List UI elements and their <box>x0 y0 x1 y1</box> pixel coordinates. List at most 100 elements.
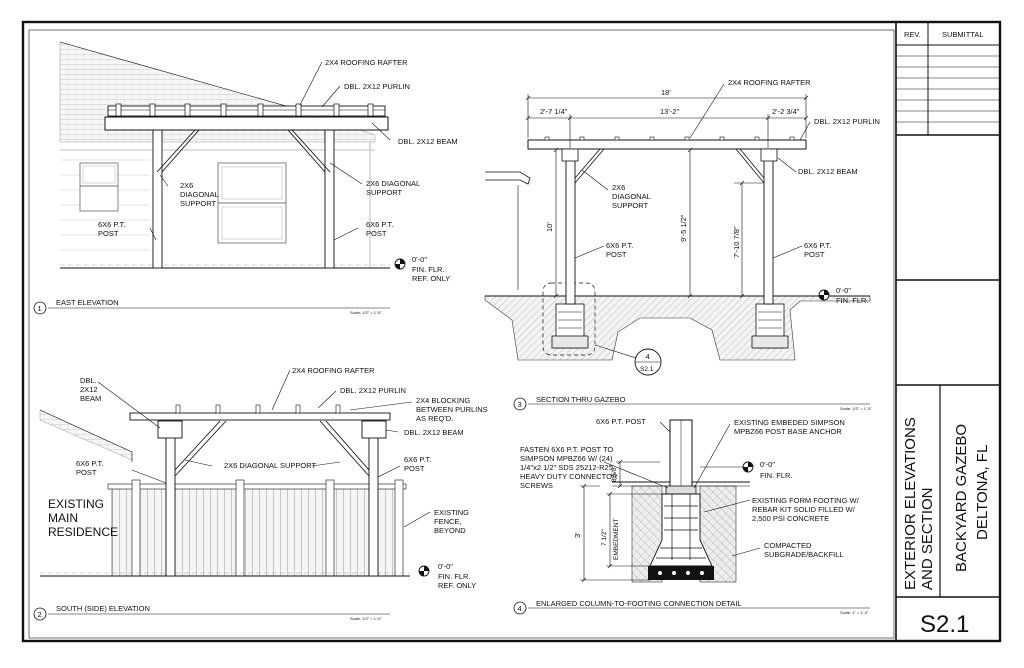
east-rafter-label: 2X4 ROOFING RAFTER <box>325 58 408 67</box>
residence-label: RESIDENCE <box>48 525 118 539</box>
section-view-bubble <box>513 397 527 411</box>
sheet-title-line1: EXTERIOR ELEVATIONS <box>902 417 919 590</box>
south-ref-only: REF. ONLY <box>438 581 476 590</box>
east-leaders <box>149 61 391 241</box>
section-fin-flr: FIN. FLR. <box>836 296 869 305</box>
detail-callout-sheet: S2.1 <box>640 366 654 373</box>
section-leaders <box>574 83 811 259</box>
east-post-left-label: POST <box>98 229 119 238</box>
east-post-right <box>324 127 335 269</box>
east-view-number: 1 <box>38 304 42 313</box>
south-view-number: 2 <box>38 610 42 619</box>
section-rafter-label: 2X4 ROOFING RAFTER <box>728 78 811 87</box>
project-location: DELTONA, FL <box>974 445 991 540</box>
detail-fin-flr: FIN. FLR. <box>760 471 793 480</box>
dim-height-2: 7'-10 7/8" <box>732 226 741 258</box>
detail-post-label: 6X6 P.T. POST <box>596 417 646 426</box>
east-diag-right-label: SUPPORT <box>366 188 403 197</box>
east-elev-value: 0'-0" <box>412 255 427 264</box>
south-post-right-label: 6X6 P.T. <box>404 455 431 464</box>
south-post-left-label: 6X6 P.T. <box>76 459 103 468</box>
house-window-right <box>217 162 287 244</box>
section-view-title: SECTION THRU GAZEBO <box>536 395 626 404</box>
detail-anchor-label: EXISTING EMBEDED SIMPSON <box>734 418 845 427</box>
detail-view-bubble <box>513 601 527 615</box>
detail-compacted-note: COMPACTED <box>764 541 812 550</box>
rev-header: REV. <box>904 30 921 39</box>
residence-label: MAIN <box>48 511 78 525</box>
east-elevation-view: 2X4 ROOFING RAFTER DBL. 2X12 PURLIN DBL.… <box>33 41 458 315</box>
east-diagonals <box>156 129 331 173</box>
footing-base <box>648 566 714 580</box>
detail-anchor-label: MPBZ66 POST BASE ANCHOR <box>734 427 842 436</box>
section-post-left-label: POST <box>606 250 627 259</box>
submittal-header: SUBMITTAL <box>942 30 984 39</box>
section-footing-left <box>551 303 589 349</box>
section-diag-label: 2X6 <box>612 183 625 192</box>
section-diagonals <box>574 148 765 184</box>
sheet-border <box>21 20 1002 643</box>
east-diag-right-label: 2X6 DIAGONAL <box>366 179 420 188</box>
post-base-anchor <box>665 485 697 495</box>
south-post-left-label: POST <box>76 468 97 477</box>
south-beam-right-label: DBL. 2X12 BEAM <box>404 428 464 437</box>
section-diag-label: SUPPORT <box>612 201 649 210</box>
east-purlin <box>107 105 386 117</box>
section-elevation-marker <box>818 289 830 301</box>
south-diag-label: 2X6 DIAGONAL SUPPORT <box>224 461 317 470</box>
south-blocking-label: BETWEEN PURLINS <box>416 405 488 414</box>
dim-overall: 18' <box>661 88 671 97</box>
fence-label: BEYOND <box>434 526 466 535</box>
south-post-right <box>368 424 379 577</box>
section-beam-left <box>561 148 579 162</box>
fence-label: FENCE, <box>434 517 462 526</box>
section-elev-value: 0'-0" <box>836 286 851 295</box>
south-beam-left-label: BEAM <box>80 394 101 403</box>
south-blocking-label: 2X4 BLOCKING <box>416 396 470 405</box>
south-rafter <box>129 412 391 421</box>
detail-footing-note: EXISTING FORM FOOTING W/ <box>752 496 860 505</box>
east-post-left-label: 6X6 P.T. <box>98 220 125 229</box>
section-post-left <box>565 149 576 305</box>
south-elevation-marker <box>418 565 430 577</box>
title-block: REV. SUBMITTAL EXTERIOR ELEVATIONS AND S… <box>896 22 1000 638</box>
south-beam-left <box>157 420 183 439</box>
footing-detail-view: 3' 8 5/8" 7 1/2" EMBEDMENT 6X6 P.T. POST… <box>513 417 870 615</box>
sheet-title-line2: AND SECTION <box>919 487 936 590</box>
detail-view-scale: Scale: 1" = 1'-0" <box>840 610 869 615</box>
south-post-right-label: POST <box>404 464 425 473</box>
south-beam-left-label: DBL. <box>80 376 97 385</box>
detail-fasten-note: SIMPSON MPBZ66 W/ (24) <box>520 454 613 463</box>
fence-label: EXISTING <box>434 508 469 517</box>
revision-rows <box>896 55 1000 123</box>
east-elevation-marker <box>394 258 406 270</box>
detail-footing-note: 2,500 PSI CONCRETE <box>752 514 829 523</box>
south-beam-left-label: 2X12 <box>80 385 98 394</box>
house-window-left <box>79 162 119 212</box>
east-diag-left-label: 2X6 <box>180 181 193 190</box>
south-beam-right <box>361 420 387 439</box>
detail-view-number: 4 <box>518 604 522 613</box>
east-ref-only: REF. ONLY <box>412 274 450 283</box>
east-rafter-ends <box>115 103 374 117</box>
detail-dim-small: 8 5/8" <box>611 465 618 482</box>
sheet-number: S2.1 <box>920 611 969 638</box>
section-dimensions <box>525 94 809 299</box>
south-post-left <box>165 424 176 577</box>
south-blocking-label: AS REQ'D. <box>416 414 453 423</box>
detail-footing-note: REBAR KIT SOLID FILLED W/ <box>752 505 856 514</box>
south-elev-value: 0'-0" <box>438 562 453 571</box>
east-fin-flr: FIN. FLR. <box>412 265 445 274</box>
detail-elev-value: 0'-0" <box>760 460 775 469</box>
section-post-right <box>763 149 774 305</box>
south-leaders <box>97 369 431 528</box>
existing-fence <box>111 487 403 577</box>
east-post-left <box>152 127 163 269</box>
dim-left: 2'-7 1/4" <box>540 107 568 116</box>
east-view-title: EAST ELEVATION <box>56 298 119 307</box>
south-view-scale: Scale: 1/2" = 1'-0" <box>350 616 382 621</box>
section-footing-right <box>751 303 789 349</box>
detail-compacted-note: SUBGRADE/BACKFILL <box>764 550 844 559</box>
residence-label: EXISTING <box>48 497 104 511</box>
east-diag-left-label: DIAGONAL <box>180 190 219 199</box>
